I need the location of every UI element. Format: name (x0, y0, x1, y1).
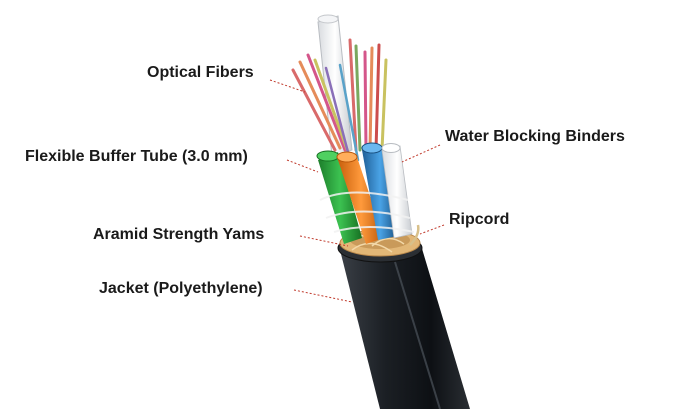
label-aramid: Aramid Strength Yams (93, 226, 265, 243)
label-jacket: Jacket (Polyethylene) (99, 280, 263, 297)
buffer-tube-white (381, 143, 413, 239)
jacket (337, 233, 470, 409)
leader-buffer-tube (286, 159, 319, 173)
optical-fibers (291, 38, 388, 162)
water-blocking-binders (319, 191, 415, 233)
leader-jacket (293, 289, 353, 303)
ripcord (409, 224, 420, 246)
label-ripcord: Ripcord (449, 211, 510, 228)
label-water-blocking: Water Blocking Binders (445, 128, 625, 145)
leader-lines (269, 79, 445, 303)
leader-ripcord (419, 224, 445, 235)
leader-water-blocking (401, 144, 441, 163)
leader-aramid (299, 235, 349, 247)
central-strength-member (317, 14, 353, 157)
label-optical-fibers: Optical Fibers (147, 64, 254, 81)
buffer-tube-orange (336, 151, 384, 244)
buffer-tube-green (316, 150, 362, 244)
label-buffer-tube: Flexible Buffer Tube (3.0 mm) (25, 148, 248, 165)
